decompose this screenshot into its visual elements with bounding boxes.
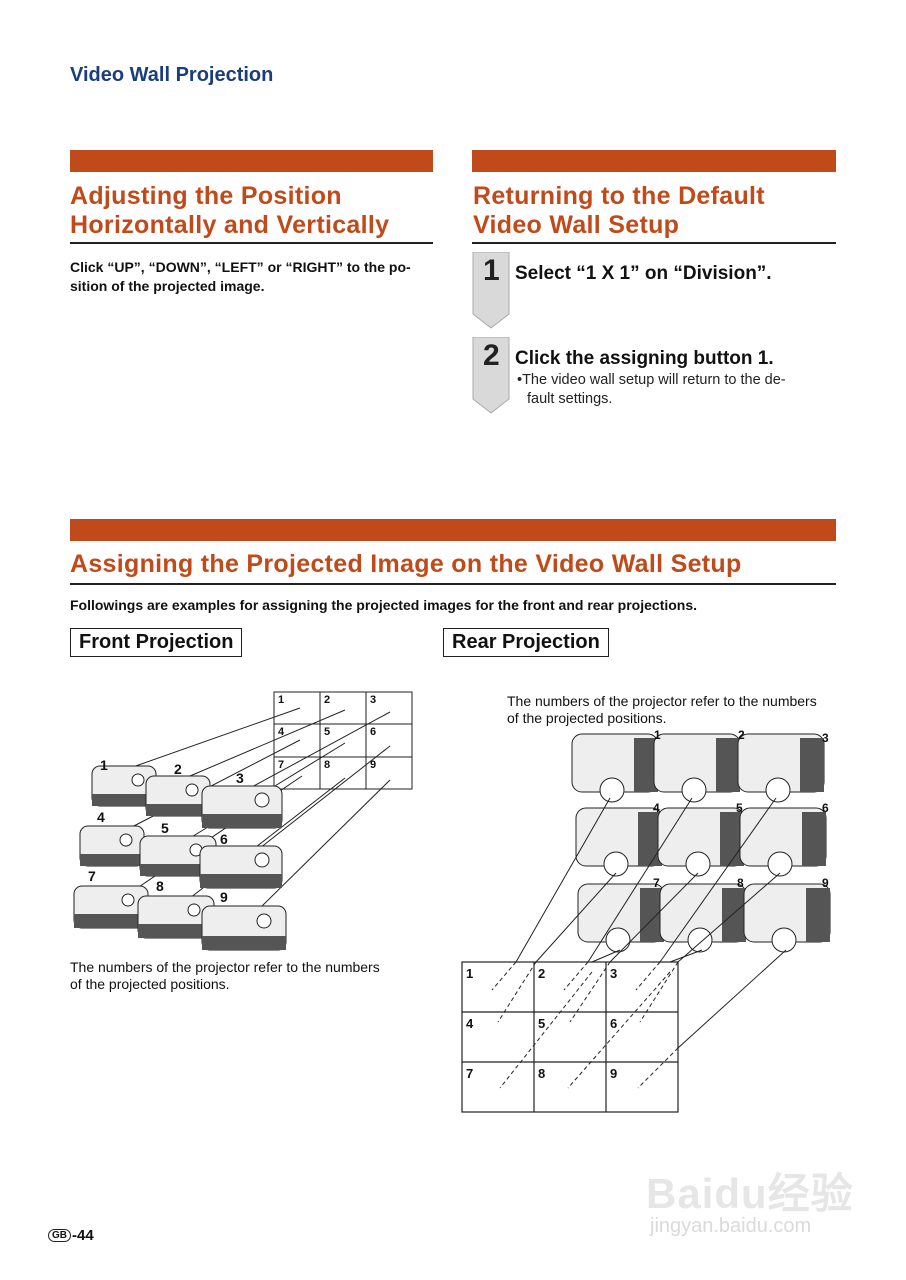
projector-number: 9 — [220, 889, 228, 905]
front-grid-numbers: 1 2 3 4 5 6 7 8 9 — [278, 694, 376, 771]
grid-number: 4 — [466, 1016, 474, 1031]
section-bar-bottom — [70, 519, 836, 541]
rear-grid-numbers: 1 2 3 4 5 6 7 8 9 — [466, 966, 617, 1081]
front-projector-numbers: 1 2 3 4 5 6 7 8 9 — [88, 757, 244, 905]
rear-beam-lines — [515, 797, 787, 1049]
grid-number: 6 — [370, 726, 376, 738]
grid-number: 7 — [278, 759, 284, 771]
assigning-intro: Followings are examples for assigning th… — [70, 597, 698, 613]
rear-caption: The numbers of the projector refer to th… — [507, 693, 817, 727]
grid-number: 8 — [538, 1066, 545, 1081]
grid-number: 5 — [324, 726, 330, 738]
grid-number: 3 — [370, 694, 376, 706]
grid-number: 8 — [324, 759, 330, 771]
step-1-number: 1 — [483, 254, 500, 287]
text-line: sition of the projected image. — [70, 278, 265, 294]
grid-number: 3 — [610, 966, 617, 981]
rear-projection-label: Rear Projection — [443, 628, 609, 657]
grid-number: 1 — [466, 966, 473, 981]
projector-number: 4 — [97, 809, 105, 825]
rear-screen-grid — [461, 961, 679, 1113]
divider — [70, 583, 836, 585]
projector-number: 4 — [653, 801, 660, 815]
rear-projectors — [571, 733, 831, 953]
caption-line: The numbers of the projector refer to th… — [70, 959, 380, 975]
baidu-watermark: Baidu经验 — [646, 1170, 854, 1217]
caption-line: of the projected positions. — [507, 710, 667, 726]
divider — [472, 242, 836, 244]
rear-projection-diagram: 1 2 3 4 5 6 7 8 9 1 2 3 4 5 6 7 8 9 — [461, 728, 831, 1113]
front-projectors — [73, 765, 287, 951]
step-1-title: Select “1 X 1” on “Division”. — [515, 263, 772, 284]
section-bar-left — [70, 150, 433, 172]
grid-number: 9 — [370, 759, 376, 771]
page-number: GB-44 — [48, 1227, 94, 1244]
grid-number: 6 — [610, 1016, 617, 1031]
projector-number: 3 — [822, 731, 829, 745]
grid-number: 2 — [538, 966, 545, 981]
text-line: Click “UP”, “DOWN”, “LEFT” or “RIGHT” to… — [70, 259, 411, 275]
rear-projector-numbers: 1 2 3 4 5 6 7 8 9 — [653, 728, 829, 890]
title-line: Video Wall Setup — [473, 211, 680, 239]
caption-line: of the projected positions. — [70, 976, 230, 992]
grid-number: 1 — [278, 694, 284, 706]
step-2-note: •The video wall setup will return to the… — [517, 371, 837, 409]
front-projection-diagram: 1 2 3 4 5 6 7 8 9 1 2 3 4 5 6 7 8 9 — [73, 691, 413, 951]
projector-number: 8 — [737, 876, 744, 890]
section-title-adjusting: Adjusting the Position Horizontally and … — [70, 182, 389, 240]
title-line: Adjusting the Position — [70, 182, 342, 210]
grid-number: 4 — [278, 726, 285, 738]
page-header: Video Wall Projection — [70, 64, 274, 86]
projector-number: 1 — [654, 728, 661, 742]
step-2-tab — [472, 337, 510, 414]
grid-number: 9 — [610, 1066, 617, 1081]
step-1-tab — [472, 252, 510, 329]
caption-line: The numbers of the projector refer to th… — [507, 693, 817, 709]
projector-number: 8 — [156, 878, 164, 894]
section-bar-right — [472, 150, 836, 172]
projector-number: 1 — [100, 757, 108, 773]
grid-number: 7 — [466, 1066, 473, 1081]
gb-badge: GB — [48, 1229, 71, 1242]
divider — [70, 242, 433, 244]
section-title-returning: Returning to the Default Video Wall Setu… — [473, 182, 765, 240]
front-screen-grid — [273, 691, 413, 790]
projector-number: 5 — [736, 801, 743, 815]
title-line: Returning to the Default — [473, 182, 765, 210]
title-line: Horizontally and Vertically — [70, 211, 390, 239]
note-line: fault settings. — [527, 391, 613, 407]
projector-number: 9 — [822, 876, 829, 890]
projector-number: 2 — [738, 728, 745, 742]
page-number-text: -44 — [72, 1227, 94, 1244]
grid-number: 5 — [538, 1016, 545, 1031]
note-line: •The video wall setup will return to the… — [517, 372, 786, 388]
adjusting-instructions: Click “UP”, “DOWN”, “LEFT” or “RIGHT” to… — [70, 258, 436, 296]
front-projection-label: Front Projection — [70, 628, 243, 657]
projector-number: 5 — [161, 820, 169, 836]
projector-number: 2 — [174, 761, 182, 777]
projector-number: 6 — [220, 831, 228, 847]
step-2-number: 2 — [483, 339, 500, 372]
projector-number: 3 — [236, 770, 244, 786]
baidu-watermark-url: jingyan.baidu.com — [650, 1215, 812, 1237]
step-2-title: Click the assigning button 1. — [515, 348, 774, 369]
rear-dashed-lines — [491, 961, 679, 1089]
section-title-assigning: Assigning the Projected Image on the Vid… — [70, 550, 742, 578]
front-caption: The numbers of the projector refer to th… — [70, 959, 380, 993]
projector-number: 7 — [653, 876, 660, 890]
projector-number: 6 — [822, 801, 829, 815]
projector-number: 7 — [88, 868, 96, 884]
grid-number: 2 — [324, 694, 330, 706]
